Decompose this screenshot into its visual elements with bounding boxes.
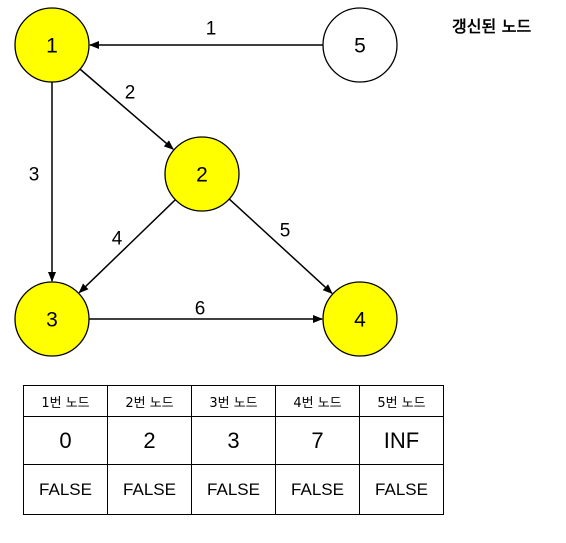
distance-cell-node-1: 0 (23, 416, 108, 465)
node-2-label: 2 (196, 164, 208, 187)
edge-weight-5-1: 1 (206, 19, 217, 40)
distance-table: 1번 노드 2번 노드 3번 노드 4번 노드 5번 노드 0 2 3 7 IN… (23, 385, 444, 515)
visited-cell-node-4: FALSE (275, 464, 360, 515)
edge-weight-3-4: 6 (195, 299, 206, 320)
header-cell-node-1: 1번 노드 (23, 385, 108, 417)
distance-cell-node-4: 7 (275, 416, 360, 465)
node-5-circle (322, 7, 398, 83)
header-cell-node-3: 3번 노드 (191, 385, 276, 417)
distance-cell-node-3: 3 (191, 416, 276, 465)
visited-row: FALSE FALSE FALSE FALSE FALSE (23, 464, 444, 515)
edge-1-2 (79, 68, 174, 150)
edge-2-3 (78, 199, 176, 294)
edge-weight-1-2: 2 (125, 83, 136, 104)
node-1-circle (14, 7, 90, 83)
node-1-label: 1 (46, 35, 58, 58)
node-4-circle (322, 281, 398, 357)
visited-cell-node-1: FALSE (23, 464, 108, 515)
edge-weight-2-3: 4 (112, 229, 123, 250)
graph-diagram: 1 2 3 4 5 6 1 2 3 4 5 (14, 7, 398, 357)
visited-cell-node-2: FALSE (107, 464, 192, 515)
edge-2-4 (228, 198, 333, 294)
edge-weight-1-3: 3 (29, 165, 40, 186)
visited-cell-node-5: FALSE (359, 464, 444, 515)
table-header-row: 1번 노드 2번 노드 3번 노드 4번 노드 5번 노드 (23, 385, 444, 417)
visited-cell-node-3: FALSE (191, 464, 276, 515)
header-cell-node-5: 5번 노드 (359, 385, 444, 417)
edge-weight-2-4: 5 (280, 221, 291, 242)
node-5-label: 5 (354, 35, 366, 58)
header-cell-node-4: 4번 노드 (275, 385, 360, 417)
distance-cell-node-2: 2 (107, 416, 192, 465)
node-3-label: 3 (46, 309, 58, 332)
legend-label: 갱신된 노드 (452, 17, 532, 36)
node-4-label: 4 (354, 309, 366, 332)
distance-row: 0 2 3 7 INF (23, 416, 444, 465)
node-2-circle (164, 136, 240, 212)
distance-cell-node-5: INF (359, 416, 444, 465)
node-3-circle (14, 281, 90, 357)
header-cell-node-2: 2번 노드 (107, 385, 192, 417)
